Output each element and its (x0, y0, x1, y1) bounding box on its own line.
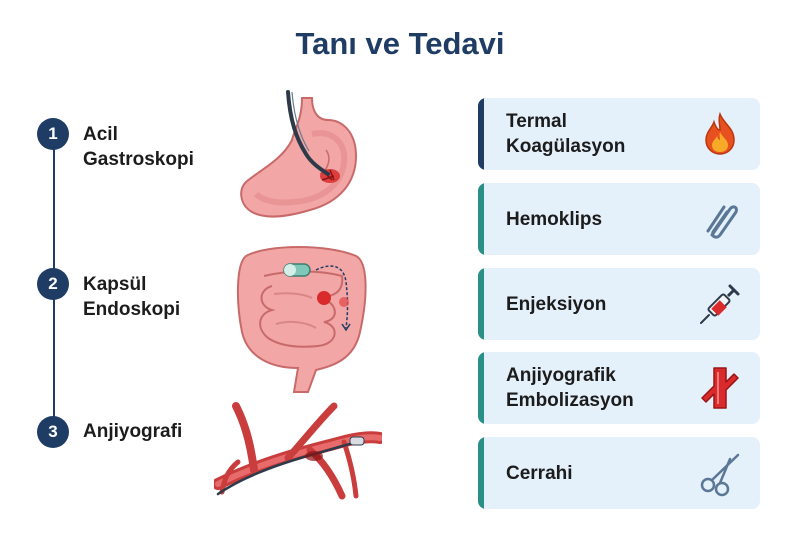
treatment-label: Enjeksiyon (506, 293, 607, 315)
card-accent-bar (478, 437, 484, 509)
paperclip-icon (706, 205, 738, 239)
diagnosis-step-3: 3 Anjiyografi (37, 416, 182, 448)
card-accent-bar (478, 268, 484, 340)
step-number-badge: 3 (37, 416, 69, 448)
treatment-label: Cerrahi (506, 462, 573, 484)
treatment-card-thermal-coagulation: Termal Koagülasyon (478, 98, 760, 170)
step-label: Kapsül Endoskopi (83, 274, 181, 320)
flame-icon (705, 111, 735, 155)
step-label: Anjiyografi (83, 421, 183, 442)
blood-vessels-catheter-illustration (214, 402, 382, 500)
intestine-capsule-illustration (236, 246, 367, 393)
treatment-label: Termal Koagülasyon (506, 111, 626, 157)
diagnosis-step-1: 1 Acil Gastroskopi (37, 118, 194, 172)
step-number-badge: 2 (37, 268, 69, 300)
page-title: Tanı ve Tedavi (295, 26, 505, 61)
syringe-icon (700, 284, 740, 324)
blood-vessel-icon (701, 367, 739, 409)
card-accent-bar (478, 183, 484, 255)
treatment-card-angiographic-embolization: Anjiyografik Embolizasyon (478, 352, 760, 424)
card-accent-bar (478, 352, 484, 424)
step-number-badge: 1 (37, 118, 69, 150)
treatment-card-injection: Enjeksiyon (478, 268, 760, 340)
card-accent-bar (478, 98, 484, 170)
treatment-card-hemoclips: Hemoklips (478, 183, 760, 255)
treatment-label: Hemoklips (506, 208, 603, 230)
step-label: Acil Gastroskopi (83, 124, 194, 170)
treatment-label: Anjiyografik Embolizasyon (506, 365, 634, 411)
stomach-endoscope-illustration (240, 90, 358, 218)
treatment-card-surgery: Cerrahi (478, 437, 760, 509)
diagnosis-step-2: 2 Kapsül Endoskopi (37, 268, 180, 322)
scissors-icon (700, 453, 740, 497)
